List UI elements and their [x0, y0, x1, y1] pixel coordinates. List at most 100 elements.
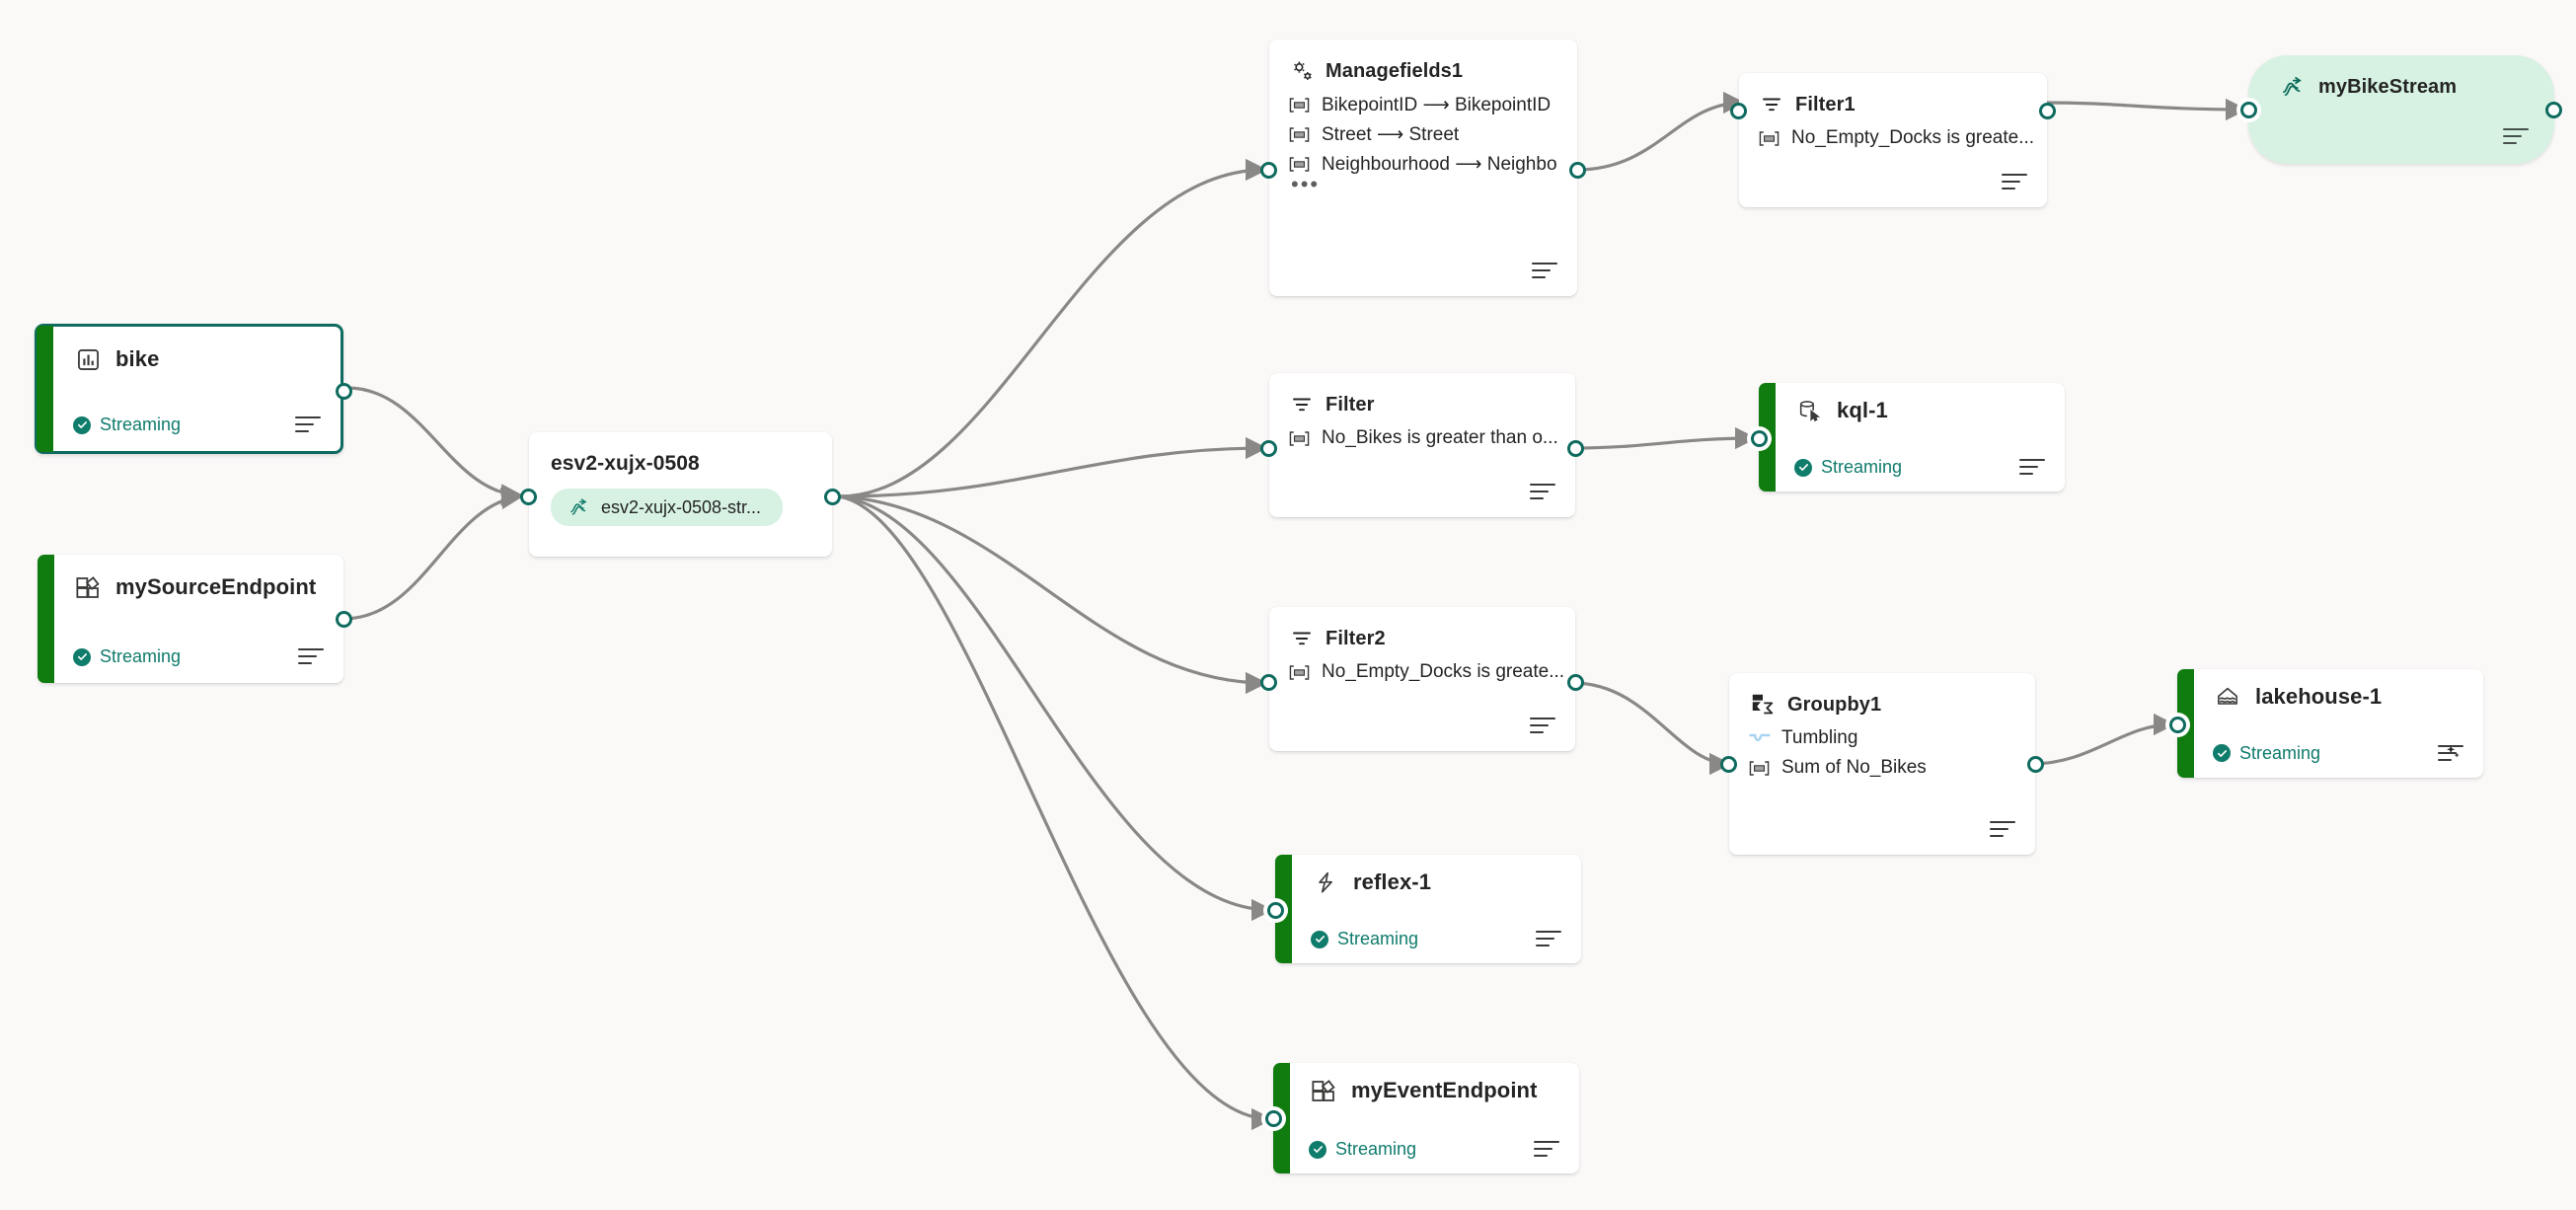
- edge-eventstream-to-managefields1: [838, 158, 1268, 498]
- node-output-port[interactable]: [336, 611, 352, 628]
- status-label: Streaming: [2239, 742, 2321, 763]
- hamburger-menu-icon[interactable]: [298, 646, 324, 666]
- groupby-window-row: Tumbling: [1749, 723, 2015, 753]
- hamburger-menu-icon[interactable]: [2019, 457, 2045, 477]
- status-check-icon: [73, 416, 91, 434]
- node-input-port[interactable]: [1265, 1110, 1282, 1127]
- hamburger-menu-icon[interactable]: [1532, 261, 1557, 280]
- node-eventstream[interactable]: esv2-xujx-0508 esv2-xujx-0508-str...: [520, 432, 841, 557]
- hamburger-menu-icon[interactable]: [295, 415, 321, 434]
- managefields-row: Neighbourhood ⟶ Neighbo: [1289, 149, 1557, 179]
- status-label: Streaming: [1337, 929, 1419, 948]
- node-output-port[interactable]: [1569, 162, 1586, 179]
- node-output-port[interactable]: [1567, 674, 1584, 691]
- node-managefields1[interactable]: Managefields1 BikepointID ⟶ BikepointID: [1260, 39, 1586, 296]
- eventstream-icon: [2278, 73, 2306, 101]
- field-icon: [1289, 97, 1311, 113]
- node-output-port[interactable]: [2545, 102, 2562, 118]
- eventhouse-table-icon: [73, 344, 103, 374]
- filter-icon: [1759, 90, 1784, 119]
- groupby-aggregate-row: Sum of No_Bikes: [1749, 753, 2015, 783]
- more-fields-indicator[interactable]: •••: [1291, 172, 1321, 196]
- node-mysourceendpoint[interactable]: mySourceEndpoint Streaming: [38, 555, 352, 683]
- node-filter2[interactable]: Filter2 No_Empty_Docks is greate...: [1260, 607, 1584, 751]
- edge-mysourceendpoint-to-eventstream: [342, 487, 524, 621]
- filter-icon: [1289, 624, 1315, 653]
- node-input-port[interactable]: [1267, 902, 1284, 919]
- hamburger-menu-icon[interactable]: [1530, 482, 1555, 501]
- node-output-port[interactable]: [824, 489, 841, 505]
- node-output-port[interactable]: [2027, 756, 2044, 773]
- hamburger-menu-icon[interactable]: [2002, 172, 2027, 191]
- edge-bike-to-eventstream: [346, 386, 524, 506]
- node-lakehouse1[interactable]: lakehouse-1 Streaming: [2165, 669, 2483, 778]
- node-filter1[interactable]: Filter1 No_Empty_Docks is greate...: [1730, 73, 2056, 207]
- node-filter[interactable]: Filter No_Bikes is greater than o...: [1260, 373, 1584, 517]
- hamburger-menu-icon[interactable]: [1530, 716, 1555, 735]
- node-kql1[interactable]: kql-1 Streaming: [1747, 383, 2065, 492]
- field-icon: [1289, 126, 1311, 143]
- groupby-window-label: Tumbling: [1781, 727, 1858, 748]
- node-title: myBikeStream: [2318, 75, 2458, 98]
- tumbling-window-icon: [1749, 732, 1771, 744]
- node-title: mySourceEndpoint: [115, 574, 317, 599]
- hamburger-menu-icon[interactable]: [2438, 743, 2463, 763]
- field-icon: [1289, 430, 1311, 447]
- sparkle-icon[interactable]: [2442, 742, 2463, 764]
- status-row: Streaming: [1311, 929, 1561, 949]
- managefields-row-label: BikepointID ⟶ BikepointID: [1322, 94, 1552, 115]
- derived-stream-pill[interactable]: esv2-xujx-0508-str...: [551, 489, 784, 526]
- hamburger-menu-icon[interactable]: [1990, 819, 2015, 839]
- edge-filter2-to-groupby1: [1572, 681, 1732, 776]
- node-title: Managefields1: [1326, 59, 1464, 82]
- node-title: Groupby1: [1787, 693, 1882, 716]
- node-input-port[interactable]: [2169, 717, 2186, 733]
- status-row: Streaming: [2213, 742, 2463, 764]
- node-output-port[interactable]: [336, 383, 352, 400]
- field-icon: [1289, 156, 1311, 173]
- eventstream-icon: [567, 495, 590, 519]
- node-output-port[interactable]: [1567, 440, 1584, 457]
- node-reflex1[interactable]: reflex-1 Streaming: [1263, 855, 1581, 963]
- node-title: Filter2: [1326, 627, 1386, 649]
- edge-eventstream-to-filter2: [838, 494, 1268, 695]
- node-mybikestream[interactable]: myBikeStream: [2236, 55, 2562, 164]
- hamburger-menu-icon[interactable]: [2503, 126, 2529, 146]
- node-accent-bar: [37, 326, 53, 452]
- node-output-port[interactable]: [2039, 103, 2056, 119]
- hamburger-menu-icon[interactable]: [1536, 929, 1561, 948]
- filter-condition-label: No_Bikes is greater than o...: [1322, 427, 1558, 448]
- node-input-port[interactable]: [1720, 756, 1737, 773]
- status-check-icon: [1311, 930, 1328, 948]
- node-accent-bar: [38, 555, 54, 683]
- node-myeventendpoint[interactable]: myEventEndpoint Streaming: [1261, 1063, 1579, 1173]
- node-input-port[interactable]: [520, 489, 537, 505]
- node-input-port[interactable]: [1260, 674, 1277, 691]
- node-input-port[interactable]: [1260, 440, 1277, 457]
- edge-managefields1-to-filter1: [1576, 91, 1746, 172]
- node-title: kql-1: [1837, 398, 1888, 422]
- node-groupby1[interactable]: Groupby1 Tumbling: [1720, 673, 2044, 855]
- node-title: lakehouse-1: [2255, 684, 2383, 709]
- filter-icon: [1289, 390, 1315, 419]
- node-input-port[interactable]: [1751, 430, 1768, 447]
- node-title: reflex-1: [1353, 870, 1432, 894]
- managefields-row-label: Neighbourhood ⟶ Neighbo: [1322, 153, 1557, 175]
- status-row: Streaming: [1309, 1139, 1559, 1160]
- managefields-row: BikepointID ⟶ BikepointID: [1289, 90, 1557, 119]
- node-input-port[interactable]: [2240, 102, 2257, 118]
- node-title: Filter1: [1795, 93, 1856, 115]
- edge-filter1-to-mybikestream: [2044, 98, 2248, 121]
- node-title: myEventEndpoint: [1351, 1078, 1538, 1102]
- status-check-icon: [73, 647, 91, 666]
- status-label: Streaming: [1335, 1139, 1417, 1159]
- filter-condition-label: No_Empty_Docks is greate...: [1791, 127, 2035, 148]
- node-bike[interactable]: bike Streaming: [35, 324, 352, 454]
- node-input-port[interactable]: [1730, 103, 1747, 119]
- status-label: Streaming: [100, 646, 182, 666]
- hamburger-menu-icon[interactable]: [1534, 1139, 1559, 1159]
- node-input-port[interactable]: [1260, 162, 1277, 179]
- field-icon: [1759, 130, 1780, 147]
- edge-eventstream-to-myeventendpoint: [838, 494, 1274, 1131]
